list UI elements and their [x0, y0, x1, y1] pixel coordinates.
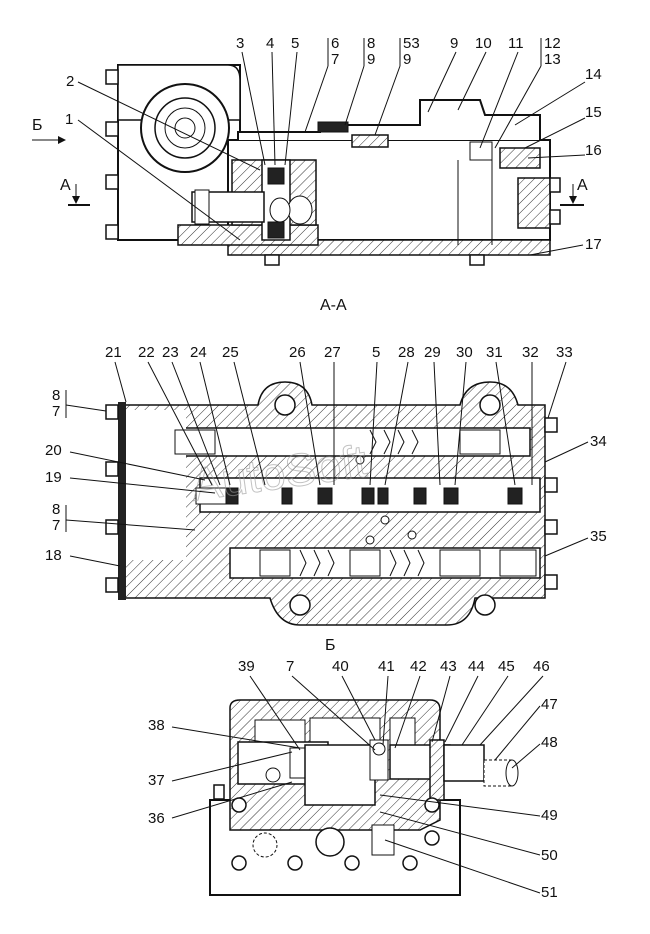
callout-22: 22: [138, 344, 155, 361]
callout-25: 25: [222, 344, 239, 361]
callout-3: 3: [236, 35, 244, 52]
callout-27: 27: [324, 344, 341, 361]
callout-7c: 7: [52, 517, 60, 534]
callout-23: 23: [162, 344, 179, 361]
callout-1: 1: [65, 111, 73, 128]
callout-9c: 9: [450, 35, 458, 52]
callout-53: 53: [403, 35, 420, 52]
callout-50: 50: [541, 847, 558, 864]
callout-42: 42: [410, 658, 427, 675]
section-markers: Б А А: [32, 117, 588, 206]
b-arrow-letter: Б: [32, 117, 43, 134]
callout-8: 8: [367, 35, 375, 52]
callout-28: 28: [398, 344, 415, 361]
callout-19: 19: [45, 469, 62, 486]
callout-21: 21: [105, 344, 122, 361]
callout-26: 26: [289, 344, 306, 361]
callout-47: 47: [541, 696, 558, 713]
callout-45: 45: [498, 658, 515, 675]
callout-8b: 8: [52, 387, 60, 404]
callout-33: 33: [556, 344, 573, 361]
callout-44: 44: [468, 658, 485, 675]
callout-48: 48: [541, 734, 558, 751]
callout-39: 39: [238, 658, 255, 675]
callout-10: 10: [475, 35, 492, 52]
callout-24: 24: [190, 344, 207, 361]
callout-40: 40: [332, 658, 349, 675]
callout-38: 38: [148, 717, 165, 734]
callout-7b: 7: [52, 403, 60, 420]
callout-30: 30: [456, 344, 473, 361]
top-view: [105, 64, 561, 266]
callout-35: 35: [590, 528, 607, 545]
view-b: [209, 699, 519, 896]
callout-11: 11: [508, 35, 524, 52]
callout-34: 34: [590, 433, 607, 450]
callout-9: 9: [367, 51, 375, 68]
section-aa-title: А-А: [320, 297, 347, 314]
callout-9b: 9: [403, 51, 411, 68]
callout-5b: 5: [372, 344, 380, 361]
callout-29: 29: [424, 344, 441, 361]
callout-13: 13: [544, 51, 561, 68]
callout-49: 49: [541, 807, 558, 824]
callout-12: 12: [544, 35, 561, 52]
callout-6: 6: [331, 35, 339, 52]
a-right-letter: А: [577, 177, 588, 194]
callout-31: 31: [486, 344, 503, 361]
callout-7: 7: [331, 51, 339, 68]
section-callouts: 21 22 23 24 25 26 27 5 28 29 30 31 32 33…: [45, 344, 607, 567]
callout-43: 43: [440, 658, 457, 675]
callout-17: 17: [585, 236, 602, 253]
section-aa-view: [105, 381, 558, 626]
view-b-callouts: 39 7 40 41 42 43 44 45 46 47 48 38 37 36…: [148, 658, 558, 901]
callout-37: 37: [148, 772, 165, 789]
callout-32: 32: [522, 344, 539, 361]
callout-46: 46: [533, 658, 550, 675]
callout-7d: 7: [286, 658, 294, 675]
callout-14: 14: [585, 66, 602, 83]
callout-2: 2: [66, 73, 74, 90]
callout-41: 41: [378, 658, 395, 675]
callout-8c: 8: [52, 501, 60, 518]
callout-36: 36: [148, 810, 165, 827]
a-left-letter: А: [60, 177, 71, 194]
callout-5: 5: [291, 35, 299, 52]
callout-20: 20: [45, 442, 62, 459]
callout-4: 4: [266, 35, 274, 52]
callout-51: 51: [541, 884, 558, 901]
callout-18: 18: [45, 547, 62, 564]
top-callouts: 1 2 3 4 5 6 7 8 9 53 9 9 10 11 12 13 14 …: [65, 35, 602, 256]
view-b-title: Б: [325, 637, 336, 654]
callout-15: 15: [585, 104, 602, 121]
callout-16: 16: [585, 142, 602, 159]
